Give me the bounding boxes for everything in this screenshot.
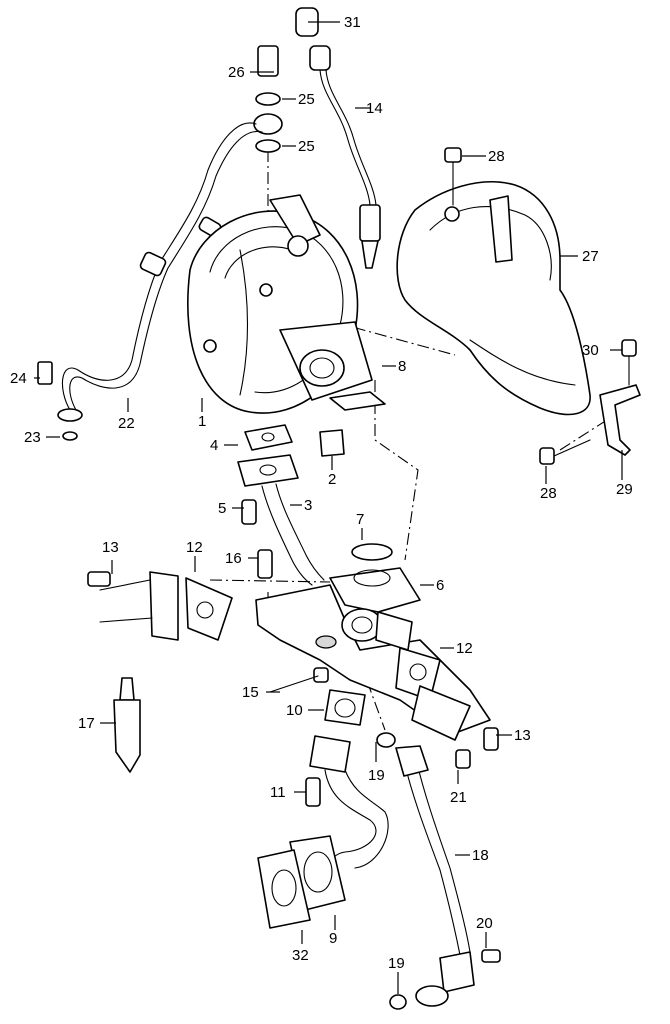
callout-17: 17: [78, 715, 95, 732]
callout-19-lower: 19: [388, 955, 405, 972]
callout-8: 8: [398, 358, 406, 375]
callout-2: 2: [328, 471, 336, 488]
sealant-tube: [113, 677, 141, 773]
heat-shield: [396, 181, 591, 416]
callout-32: 32: [292, 947, 309, 964]
callout-4: 4: [210, 437, 218, 454]
oxygen-sensor: [295, 7, 381, 269]
callout-1: 1: [198, 413, 206, 430]
exhaust-manifold: [87, 543, 499, 751]
callout-18: 18: [472, 847, 489, 864]
callout-5: 5: [218, 500, 226, 517]
callout-29: 29: [616, 481, 633, 498]
oil-supply-line: [37, 45, 283, 441]
callout-24: 24: [10, 370, 27, 387]
callout-9: 9: [329, 930, 337, 947]
callout-13-right: 13: [514, 727, 531, 744]
callout-26: 26: [228, 64, 245, 81]
callout-7: 7: [356, 511, 364, 528]
callout-11: 11: [270, 784, 286, 801]
heat-shield-fasteners: [444, 147, 641, 465]
turbocharger: [187, 194, 386, 414]
callout-28-bottom: 28: [540, 485, 557, 502]
leader-lines: [34, 21, 623, 994]
callout-10: 10: [286, 702, 303, 719]
exhaust-pipe-lower: [257, 689, 389, 929]
callout-28-top: 28: [488, 148, 505, 165]
callout-19-upper: 19: [368, 767, 385, 784]
callout-25-upper: 25: [298, 91, 315, 108]
callout-20: 20: [476, 915, 493, 932]
callout-21: 21: [450, 789, 467, 806]
callout-6: 6: [436, 577, 444, 594]
callout-14: 14: [366, 100, 383, 117]
callout-16: 16: [225, 550, 242, 567]
callout-30: 30: [582, 342, 599, 359]
callout-25-lower: 25: [298, 138, 315, 155]
egr-tube: [376, 732, 501, 1010]
callout-12-left: 12: [186, 539, 203, 556]
callout-27: 27: [582, 248, 599, 265]
callout-15: 15: [242, 684, 259, 701]
callout-13-left: 13: [102, 539, 119, 556]
callout-23: 23: [24, 429, 41, 446]
callout-3: 3: [304, 497, 312, 514]
callout-22: 22: [118, 415, 135, 432]
callout-labels: 31 26 25 14 25 28 27 30 8 24 1 22 23 4 2…: [10, 14, 633, 972]
oil-return-pipe: [237, 424, 345, 586]
callout-31: 31: [344, 14, 361, 31]
callout-12-right: 12: [456, 640, 473, 657]
